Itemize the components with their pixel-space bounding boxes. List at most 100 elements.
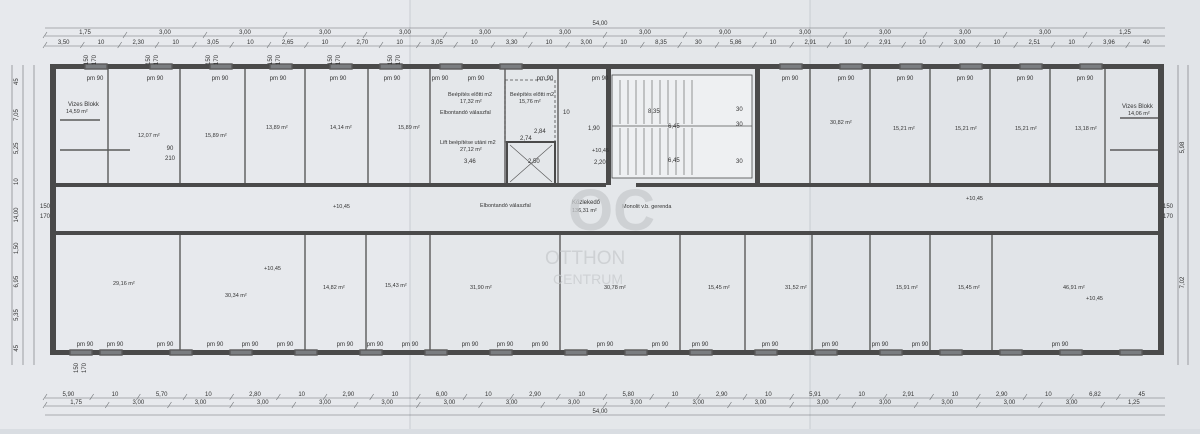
stair-dim: 10	[563, 110, 570, 116]
dimension-label: 3,00	[959, 30, 971, 36]
room-area: 30,82 m²	[830, 120, 852, 126]
dimension-label: 5,80	[622, 392, 634, 398]
window	[99, 349, 123, 356]
door-code: pm 90	[532, 342, 549, 348]
dimension-tick	[291, 401, 297, 409]
dimension-label: 10	[858, 392, 865, 398]
window	[424, 349, 448, 356]
dimension-tick	[42, 41, 48, 49]
dimension-label: 3,00	[132, 400, 144, 406]
dimension-label: 3,05	[431, 40, 443, 46]
dimension-label: 3,00	[817, 400, 829, 406]
dimension-label: 3,05	[207, 40, 219, 46]
elbontando-top: Elbontandó válaszfal	[440, 110, 491, 116]
dimension-tick	[901, 41, 906, 49]
dimension-label: 2,80	[249, 392, 261, 398]
room-area: 30,78 m²	[604, 285, 626, 291]
door-size: 210	[165, 156, 176, 162]
corridor-area: 136,31 m²	[572, 208, 597, 214]
dimension-tick	[789, 401, 794, 409]
door-code: pm 90	[762, 342, 779, 348]
door-code: pm 90	[497, 342, 514, 348]
dimension-tick	[976, 393, 981, 401]
dimension-tick	[762, 31, 768, 39]
room-area: 15,21 m²	[893, 126, 915, 132]
window	[229, 349, 253, 356]
dimension-tick	[416, 393, 421, 401]
dimension-label: 10	[620, 40, 627, 46]
watermark-line1: OTTHON	[545, 248, 625, 269]
dimension-label: 5,91	[809, 392, 821, 398]
dimension-label: 40	[1143, 40, 1150, 46]
door-code: pm 90	[207, 342, 224, 348]
dimension-tick	[322, 393, 328, 401]
dimension-label: 45	[14, 344, 20, 351]
dimension-tick	[89, 393, 94, 401]
watermark-line2: CENTRUM	[553, 271, 623, 287]
dimension-tick	[282, 31, 288, 39]
dimension-label: 10	[172, 40, 179, 46]
dimension-label: 5,35	[14, 309, 20, 321]
dimension-tick	[42, 393, 48, 401]
dimension-label: 3,00	[580, 40, 592, 46]
door-code: pm 90	[330, 76, 347, 82]
dimension-label: 3,00	[319, 400, 331, 406]
room-area: 13,18 m²	[1075, 126, 1097, 132]
dimension-label: 10	[14, 178, 20, 185]
dimension-label: 10	[546, 40, 553, 46]
dimension-tick	[1116, 393, 1121, 401]
window	[899, 63, 923, 70]
room-vizes-right-name: Vizes Blokk	[1122, 104, 1154, 110]
beepites-b-label: Beépítés előtti m2	[510, 92, 554, 98]
window	[489, 349, 513, 356]
window	[209, 63, 233, 70]
dimension-tick	[117, 41, 122, 49]
beepites-a-area: 17,32 m²	[460, 99, 482, 105]
door-code: pm 90	[212, 76, 229, 82]
door-code: pm 90	[537, 76, 554, 82]
side-height: 170	[40, 214, 51, 220]
dimension-tick	[1050, 41, 1056, 49]
dimension-label: 3,00	[239, 30, 251, 36]
room-area: 15,89 m²	[398, 125, 420, 131]
dimension-label: 5,90	[62, 392, 74, 398]
window	[1019, 63, 1043, 70]
dimension-tick	[192, 41, 197, 49]
door-code: pm 90	[872, 342, 889, 348]
dimension-label: 2,91	[804, 40, 816, 46]
dimension-tick	[362, 31, 368, 39]
dimension-label: 3,00	[1066, 400, 1078, 406]
room-vizes-left-area: 14,59 m²	[66, 109, 88, 115]
sill-height: 150	[84, 54, 90, 65]
door-code: pm 90	[384, 76, 401, 82]
door-code: pm 90	[957, 76, 974, 82]
window	[959, 63, 983, 70]
dimension-tick	[1002, 31, 1008, 39]
dimension-tick	[266, 41, 272, 49]
dimension-label: 5,86	[730, 40, 742, 46]
dimension-label: 10	[765, 392, 772, 398]
dimension-label: 10	[471, 40, 478, 46]
room-vizes-left-name: Vizes Blokk	[68, 102, 100, 108]
dimension-label: 10	[672, 392, 679, 398]
lift-area: 27,12 m²	[460, 147, 482, 153]
dimension-label: 10	[770, 40, 777, 46]
window	[69, 349, 93, 356]
door-code: pm 90	[277, 342, 294, 348]
stair-dim: 3,46	[464, 159, 476, 165]
stair-dim: 2,84	[534, 129, 546, 135]
dimension-tick	[976, 41, 981, 49]
window	[939, 349, 963, 356]
dimension-label: 3,00	[381, 400, 393, 406]
room-area: 31,52 m²	[785, 285, 807, 291]
dimension-label: 3,00	[195, 400, 207, 406]
side-height: 170	[1163, 214, 1174, 220]
dimension-tick	[602, 31, 608, 39]
room-area: 46,91 m²	[1063, 285, 1085, 291]
beepites-a-label: Beépítés előtti m2	[448, 92, 492, 98]
stair-dim: 2,74	[520, 136, 532, 142]
window	[169, 349, 193, 356]
beepites-b-area: 15,76 m²	[519, 99, 541, 105]
window	[499, 63, 523, 70]
door-code: pm 90	[77, 342, 94, 348]
